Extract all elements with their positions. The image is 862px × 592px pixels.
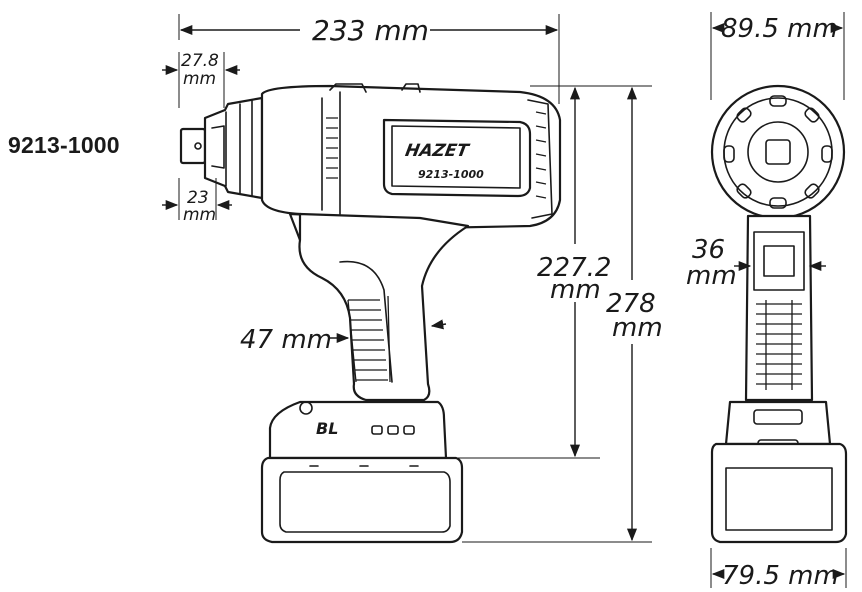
dimension-height-no-battery: 227.2 mm (458, 85, 611, 459)
height-no-battery-value: 227.2 (537, 253, 611, 283)
anvil-top-unit: mm (183, 69, 216, 89)
dimension-head-width: 89.5 mm (710, 12, 845, 100)
anvil-bottom-unit: mm (183, 205, 216, 225)
height-no-battery-unit: mm (550, 275, 601, 305)
side-view-impact-wrench: HAZET 9213-1000 BL (179, 83, 562, 544)
dimension-handle-width: 36 mm (686, 235, 826, 291)
battery-pack (260, 456, 464, 544)
height-total-value: 278 (606, 289, 656, 319)
dimension-grip: 47 mm (240, 319, 447, 355)
height-total-unit: mm (612, 313, 663, 343)
dimension-height-total: 278 mm (462, 85, 663, 543)
head-width-value: 89.5 mm (721, 14, 838, 44)
battery-mark: BL (316, 419, 338, 438)
handle-width-value: 36 (692, 235, 725, 265)
grip-texture (347, 295, 391, 383)
hammer-case-nose (203, 96, 264, 200)
brand-label-plate (382, 118, 532, 198)
handle-width-unit: mm (686, 261, 737, 291)
battery-width-value: 79.5 mm (722, 561, 839, 591)
overall-length-value: 233 mm (312, 14, 429, 47)
brand-logo: HAZET (404, 141, 472, 161)
grip-value: 47 mm (240, 325, 332, 355)
battery-mount (268, 400, 448, 460)
anvil-bottom-value: 23 (187, 188, 209, 208)
front-battery-pack (710, 442, 848, 544)
pistol-grip-handle (298, 212, 470, 402)
front-handle (744, 214, 814, 402)
dimension-anvil-top: 27.8 mm (162, 51, 240, 108)
part-number-label: 9213-1000 (8, 132, 120, 158)
front-view-impact-wrench (710, 84, 848, 544)
dimension-battery-width: 79.5 mm (710, 548, 847, 591)
front-grip-texture (756, 300, 802, 390)
front-battery-mount (724, 400, 832, 446)
dimension-anvil-bottom: 23 mm (162, 178, 232, 225)
model-number-on-tool: 9213-1000 (418, 168, 484, 181)
anvil-top-value: 27.8 (181, 51, 219, 71)
dimension-overall-length: 233 mm (178, 14, 560, 104)
